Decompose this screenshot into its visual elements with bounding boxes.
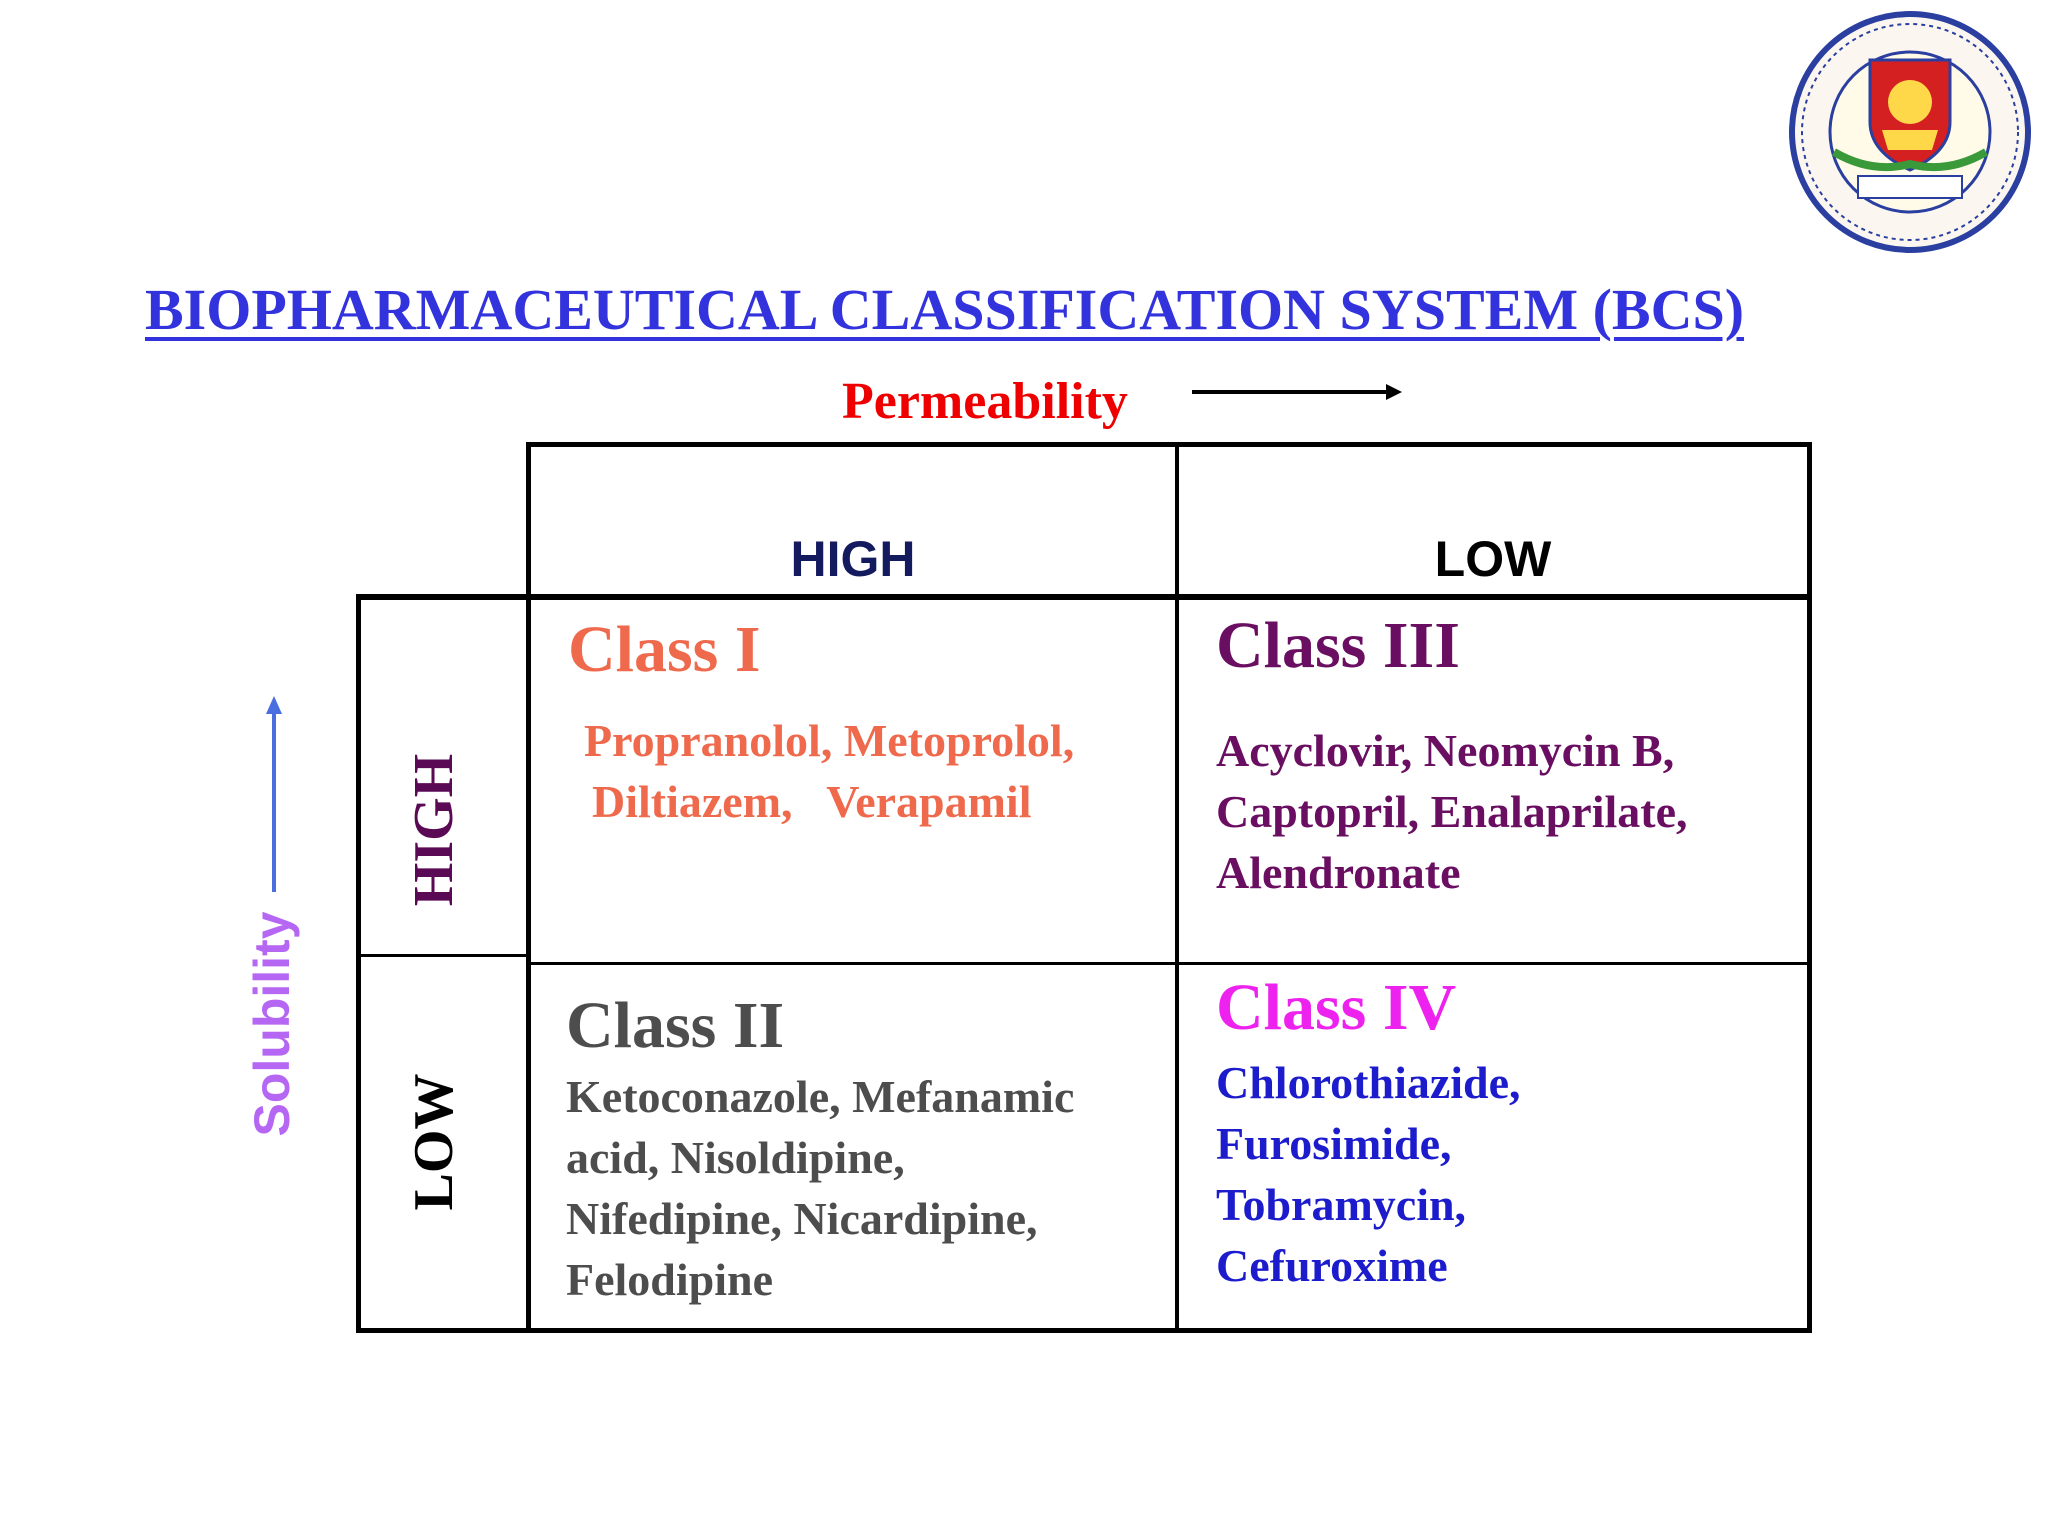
solubility-axis-text: Solubility [244,911,300,1137]
arrow-up-icon [256,696,292,892]
drug-line: Ketoconazole, Mefanamic [566,1071,1075,1122]
drug-line: Felodipine [566,1254,774,1305]
class-2-title: Class II [566,989,785,1062]
drug-line: acid, Nisoldipine, [566,1132,905,1183]
class-4-title: Class IV [1216,971,1457,1044]
drug-line: Diltiazem, Verapamil [592,776,1032,827]
class-1-title: Class I [568,613,761,686]
permeability-axis-label: Permeability [842,373,1128,430]
class-1-drug-list: Propranolol, Metoprolol, Diltiazem, Vera… [584,710,1074,832]
class-3-title: Class III [1216,609,1460,682]
drug-line: Furosimide, [1216,1118,1452,1169]
row-header-high-text: HIGH [403,753,465,907]
column-header-high: HIGH [790,531,916,587]
arrow-right-icon [1192,380,1402,404]
drug-line: Cefuroxime [1216,1240,1448,1291]
row-header-low-text: LOW [403,1073,465,1211]
drug-line: Nifedipine, Nicardipine, [566,1193,1038,1244]
column-header-low: LOW [1434,531,1552,587]
class-3-drug-list: Acyclovir, Neomycin B, Captopril, Enalap… [1216,720,1688,903]
drug-line: Propranolol, Metoprolol, [584,715,1075,766]
drug-line: Alendronate [1216,847,1461,898]
page-title: BIOPHARMACEUTICAL CLASSIFICATION SYSTEM … [145,277,1745,342]
university-seal-icon [1772,2,2048,256]
drug-line: Acyclovir, Neomycin B, [1216,725,1675,776]
drug-line: Chlorothiazide, [1216,1057,1521,1108]
class-4-drug-list: Chlorothiazide, Furosimide, Tobramycin, … [1216,1052,1521,1296]
drug-line: Captopril, Enalaprilate, [1216,786,1688,837]
class-2-drug-list: Ketoconazole, Mefanamic acid, Nisoldipin… [566,1066,1074,1310]
drug-line: Tobramycin, [1216,1179,1467,1230]
